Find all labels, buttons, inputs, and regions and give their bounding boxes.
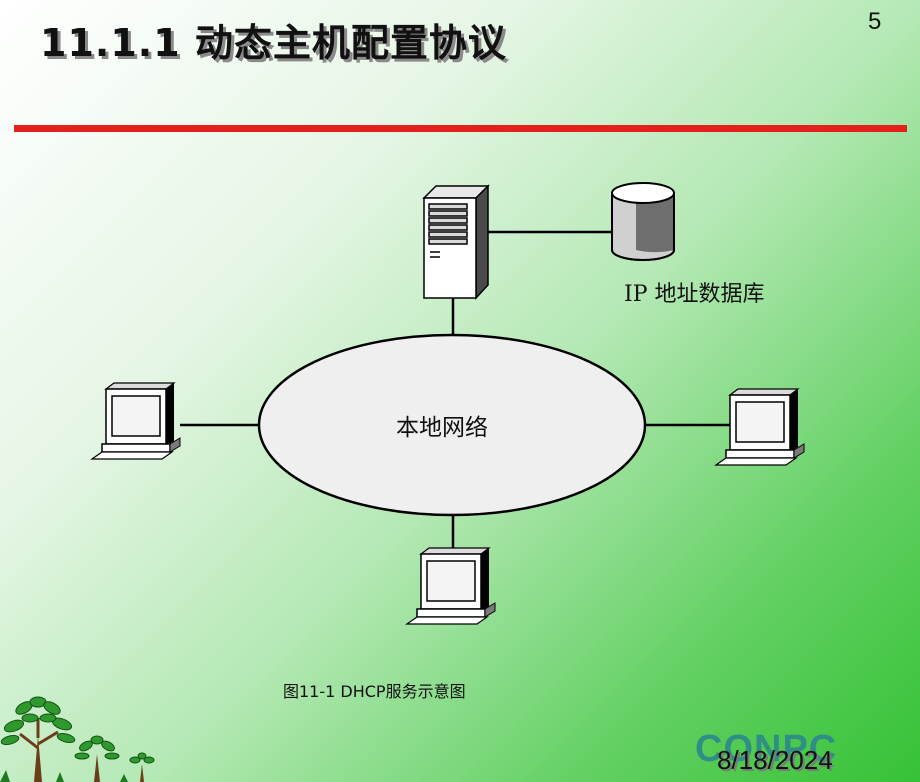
tree-icon: [0, 696, 155, 782]
computer-icon: [90, 382, 181, 460]
slide-title: 11.1.1 动态主机配置协议: [40, 21, 507, 65]
computer-icon: [714, 388, 805, 466]
figure-caption: 图11-1 DHCP服务示意图: [283, 682, 466, 701]
slide-date: 8/18/2024: [717, 745, 833, 775]
page-number: 5: [868, 8, 882, 35]
database-icon: [611, 182, 675, 261]
network-label: 本地网络: [396, 415, 488, 441]
database-label: IP 地址数据库: [624, 282, 765, 307]
computer-icon: [405, 547, 496, 625]
server-icon: [422, 184, 490, 300]
logo: CONPC: [695, 728, 838, 770]
local-network-ellipse: [257, 333, 647, 517]
title-divider: [14, 125, 907, 132]
